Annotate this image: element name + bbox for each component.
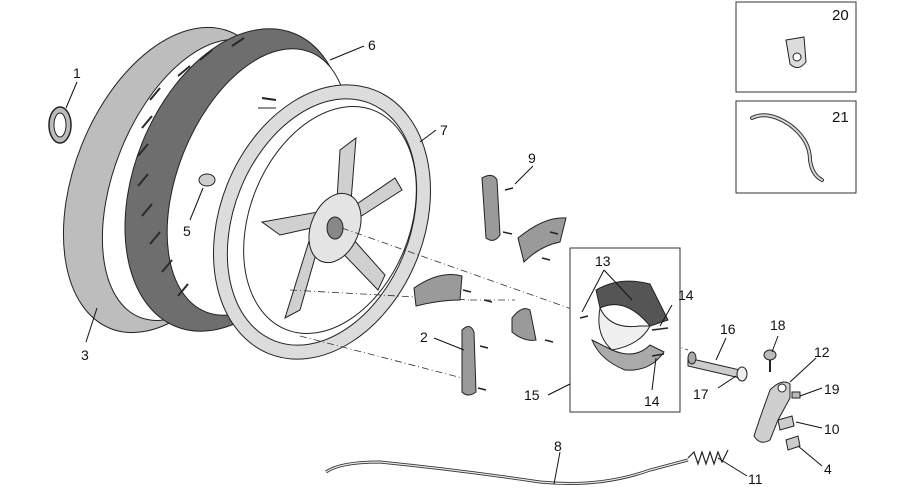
callout-7: 7 xyxy=(440,122,448,138)
callout-19: 19 xyxy=(824,381,840,397)
callout-9: 9 xyxy=(528,150,536,166)
spring-part xyxy=(687,449,729,466)
pin-part xyxy=(777,415,795,431)
callout-21: 21 xyxy=(832,109,849,126)
callout-10: 10 xyxy=(824,421,840,437)
callout-14-top: 14 xyxy=(678,287,694,303)
wheel-rim xyxy=(212,84,432,360)
brake-assembly-box xyxy=(569,247,681,413)
callout-5: 5 xyxy=(183,223,191,239)
callout-3: 3 xyxy=(81,347,89,363)
valve-part xyxy=(198,173,216,187)
brake-pads xyxy=(413,174,567,396)
inset-box-20 xyxy=(735,1,857,93)
spring-clip-part xyxy=(791,391,801,399)
cap-part xyxy=(48,106,72,144)
callout-8: 8 xyxy=(554,438,562,454)
camshaft-part xyxy=(687,351,748,382)
callout-14-bottom: 14 xyxy=(644,393,660,409)
callout-16: 16 xyxy=(720,321,736,337)
callout-labels: 1 2 3 4 5 6 7 8 9 10 11 12 13 14 14 15 1… xyxy=(73,7,849,487)
inset-box-21 xyxy=(735,100,857,194)
brake-cable-part xyxy=(325,458,689,485)
callout-1: 1 xyxy=(73,65,81,81)
callout-20: 20 xyxy=(832,7,849,24)
callout-12: 12 xyxy=(814,344,830,360)
callout-6: 6 xyxy=(368,37,376,53)
bolt-part xyxy=(763,349,777,372)
callout-15: 15 xyxy=(524,387,540,403)
brake-drum xyxy=(591,280,669,371)
adjuster-nut-part xyxy=(785,435,801,451)
callout-4: 4 xyxy=(824,461,832,477)
callout-13: 13 xyxy=(595,253,611,269)
callout-2: 2 xyxy=(420,329,428,345)
leader-lines xyxy=(65,45,823,485)
callout-17: 17 xyxy=(693,386,709,402)
callout-18: 18 xyxy=(770,317,786,333)
screws xyxy=(462,187,559,391)
brake-lever-part xyxy=(753,381,791,443)
clip-part-icon xyxy=(785,36,807,68)
callout-11: 11 xyxy=(748,471,763,487)
